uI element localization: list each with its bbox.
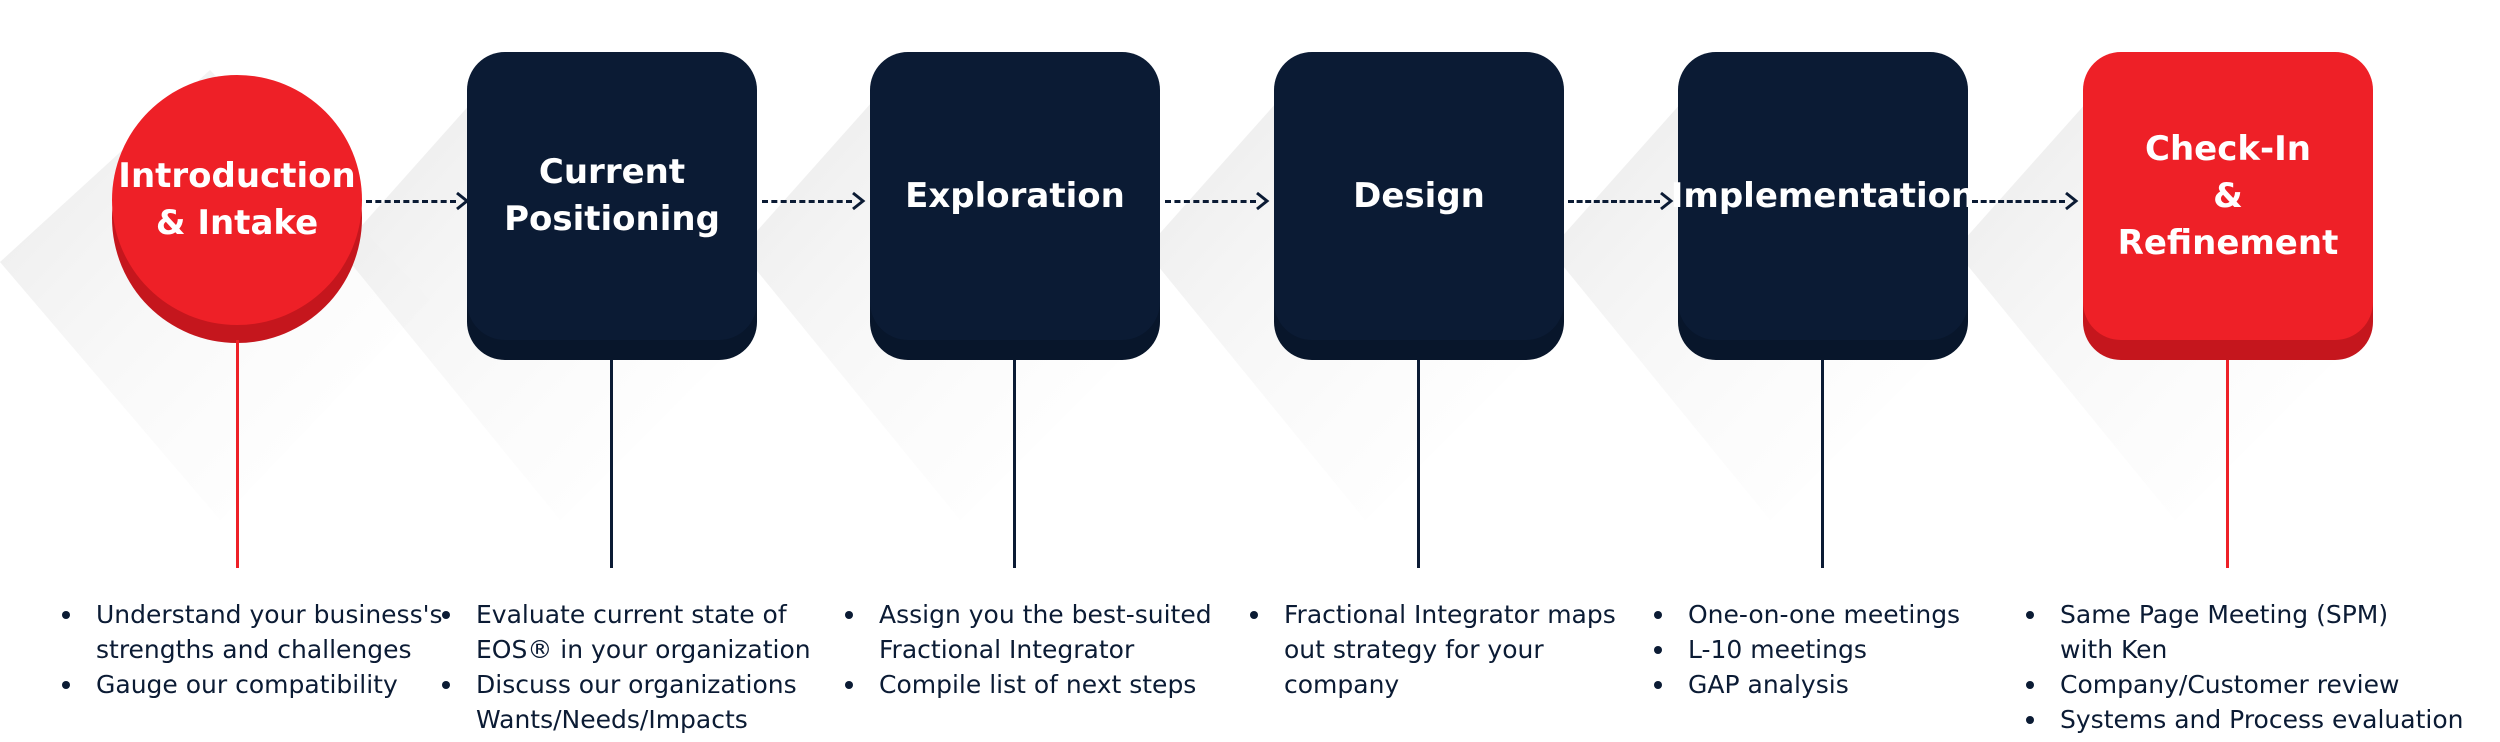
list-item: Gauge our compatibility bbox=[60, 667, 443, 702]
flow-arrow bbox=[1972, 191, 2079, 211]
list-item: L-10 meetings bbox=[1652, 632, 1960, 667]
flow-arrow bbox=[762, 191, 866, 211]
step-introduction-intake: Introduction & Intake bbox=[112, 75, 362, 325]
list-item: One-on-one meetings bbox=[1652, 597, 1960, 632]
list-item: Understand your business's strengths and… bbox=[60, 597, 443, 667]
list-item: Company/Customer review bbox=[2024, 667, 2463, 702]
connector-line bbox=[236, 340, 239, 568]
connector-line bbox=[1417, 360, 1420, 568]
list-item: Compile list of next steps bbox=[843, 667, 1212, 702]
step-title: Exploration bbox=[905, 175, 1125, 216]
step-title: Introduction & Intake bbox=[118, 156, 356, 243]
connector-line bbox=[1013, 360, 1016, 568]
flow-arrow bbox=[366, 191, 470, 211]
list-item: Evaluate current state of EOS® in your o… bbox=[440, 597, 811, 667]
list-item: Fractional Integrator maps out strategy … bbox=[1248, 597, 1616, 702]
list-item: GAP analysis bbox=[1652, 667, 1960, 702]
connector-line bbox=[2226, 360, 2229, 568]
step-exploration: Exploration bbox=[870, 52, 1160, 340]
flow-arrow bbox=[1165, 191, 1270, 211]
list-item: Systems and Process evaluation bbox=[2024, 702, 2463, 737]
step-title: Implementation bbox=[1670, 175, 1976, 216]
step-title: Design bbox=[1353, 175, 1485, 216]
step-2-bullets: Evaluate current state of EOS® in your o… bbox=[440, 597, 811, 737]
step-6-bullets: Same Page Meeting (SPM) with Ken Company… bbox=[2024, 597, 2463, 737]
arrow-head-icon bbox=[1250, 191, 1270, 211]
step-design: Design bbox=[1274, 52, 1564, 340]
list-item: Discuss our organizations Wants/Needs/Im… bbox=[440, 667, 811, 737]
step-3-bullets: Assign you the best-suited Fractional In… bbox=[843, 597, 1212, 702]
step-title: Check-In & Refinement bbox=[2117, 128, 2339, 263]
step-5-bullets: One-on-one meetings L-10 meetings GAP an… bbox=[1652, 597, 1960, 702]
arrow-head-icon bbox=[1654, 191, 1674, 211]
step-implementation: Implementation bbox=[1671, 52, 1975, 340]
flow-arrow bbox=[1568, 191, 1674, 211]
step-current-positioning: Current Positioning bbox=[467, 52, 757, 340]
step-check-in-refinement: Check-In & Refinement bbox=[2083, 52, 2373, 340]
step-1-bullets: Understand your business's strengths and… bbox=[60, 597, 443, 702]
arrow-head-icon bbox=[846, 191, 866, 211]
arrow-head-icon bbox=[2059, 191, 2079, 211]
connector-line bbox=[610, 360, 613, 568]
list-item: Assign you the best-suited Fractional In… bbox=[843, 597, 1212, 667]
list-item: Same Page Meeting (SPM) with Ken bbox=[2024, 597, 2463, 667]
step-4-bullets: Fractional Integrator maps out strategy … bbox=[1248, 597, 1616, 702]
step-title: Current Positioning bbox=[504, 152, 720, 239]
connector-line bbox=[1821, 360, 1824, 568]
